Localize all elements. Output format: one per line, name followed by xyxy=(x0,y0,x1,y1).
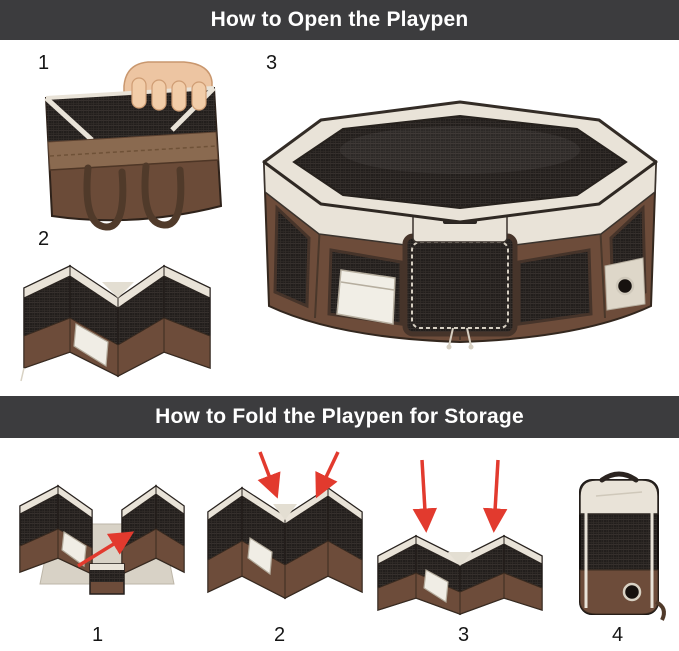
toy-hook-hole xyxy=(615,276,635,296)
fold-step-1-drawing xyxy=(19,484,185,595)
opened-playpen-illustration xyxy=(253,66,668,371)
fold-section-title: How to Fold the Playpen for Storage xyxy=(155,405,524,428)
partially-unfolded-drawing xyxy=(20,264,211,382)
fold-step-2-drawing xyxy=(207,451,363,600)
open-section-title: How to Open the Playpen xyxy=(210,8,469,31)
fold-step-2-illustration xyxy=(194,446,370,622)
fold-step-4-drawing xyxy=(579,471,666,621)
fold-step-3-illustration xyxy=(370,452,550,616)
hand-fingers-icon xyxy=(131,77,207,112)
carry-handle xyxy=(599,471,639,483)
open-step-3-number: 3 xyxy=(266,52,278,74)
fold-direction-arrow-icon xyxy=(315,451,340,499)
side-pocket xyxy=(336,269,396,325)
toy-hook-hole xyxy=(622,582,642,602)
mesh-roof xyxy=(292,114,628,210)
fold-direction-arrow-icon xyxy=(77,531,135,568)
fold-direction-arrow-icon xyxy=(412,459,438,533)
opened-playpen-drawing xyxy=(262,100,658,350)
open-step-1-number: 1 xyxy=(38,52,50,74)
fold-step-4-illustration xyxy=(566,462,671,624)
partially-unfolded-illustration xyxy=(12,240,237,395)
side-pocket xyxy=(73,323,109,368)
side-pocket xyxy=(61,530,87,568)
front-door xyxy=(402,233,518,337)
open-step-2-number: 2 xyxy=(38,228,50,250)
side-pocket xyxy=(423,569,449,604)
fold-step-3-drawing xyxy=(377,459,543,616)
fold-step-4-number: 4 xyxy=(612,624,624,646)
fold-step-3-number: 3 xyxy=(458,624,470,646)
carry-bag-drawing xyxy=(44,61,223,231)
fold-step-1-number: 1 xyxy=(92,624,104,646)
open-section-header: How to Open the Playpen xyxy=(0,0,679,40)
side-pocket xyxy=(247,536,273,576)
fold-direction-arrow-icon xyxy=(482,459,508,533)
door-zipper xyxy=(411,241,509,329)
fold-section-header: How to Fold the Playpen for Storage xyxy=(0,396,679,438)
fold-step-2-number: 2 xyxy=(274,624,286,646)
carry-bag-illustration xyxy=(26,58,236,233)
fold-step-1-illustration xyxy=(12,466,192,616)
fold-direction-arrow-icon xyxy=(257,451,281,499)
